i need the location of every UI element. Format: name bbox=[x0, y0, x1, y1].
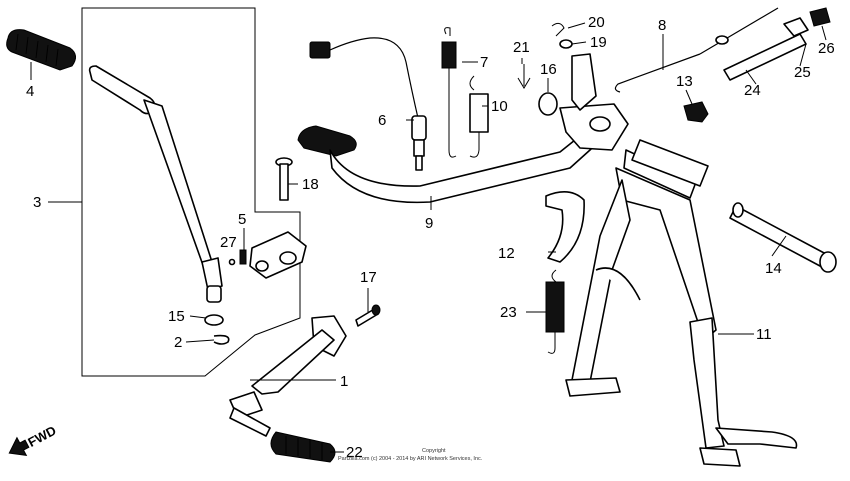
part-12-stand-stopper[interactable] bbox=[545, 191, 585, 263]
part-7-return-spring[interactable] bbox=[441, 27, 457, 158]
copyright-line-2: Partzilla.com (c) 2004 - 2014 by ARI Net… bbox=[338, 456, 483, 462]
fwd-direction-indicator: FWD bbox=[8, 423, 59, 457]
callout-11: 11 bbox=[756, 326, 772, 343]
part-15-washer[interactable] bbox=[204, 314, 224, 326]
part-17-pedal-bolt[interactable] bbox=[355, 304, 381, 327]
callout-27: 27 bbox=[220, 234, 237, 251]
part-25-rod-joint[interactable] bbox=[783, 17, 809, 37]
part-3-kickstarter-arm[interactable] bbox=[88, 65, 223, 303]
callout-10: 10 bbox=[491, 98, 508, 115]
part-2-clip[interactable] bbox=[213, 334, 230, 345]
part-6-brake-switch[interactable] bbox=[309, 37, 427, 171]
part-26-adjusting-nut[interactable] bbox=[809, 7, 831, 27]
part-22-pedal-rubber[interactable] bbox=[270, 431, 336, 463]
part-9-brake-pedal[interactable] bbox=[297, 53, 629, 204]
callout-15: 15 bbox=[168, 308, 185, 325]
callout-19: 19 bbox=[590, 34, 607, 51]
callout-17: 17 bbox=[360, 269, 377, 286]
part-23-stand-spring[interactable] bbox=[545, 269, 565, 354]
leader-lines bbox=[30, 22, 827, 453]
callout-26: 26 bbox=[818, 40, 835, 57]
callout-4: 4 bbox=[26, 83, 34, 100]
part-5-kick-clamp[interactable] bbox=[249, 231, 307, 279]
callout-2: 2 bbox=[174, 334, 182, 351]
part-1-change-pedal[interactable] bbox=[229, 315, 347, 437]
part-14-stand-pivot[interactable] bbox=[729, 202, 837, 273]
callout-3: 3 bbox=[33, 194, 41, 211]
callout-20: 20 bbox=[588, 14, 605, 31]
callout-9: 9 bbox=[425, 215, 433, 232]
callout-23: 23 bbox=[500, 304, 517, 321]
callout-5: 5 bbox=[238, 211, 246, 228]
callout-6: 6 bbox=[378, 112, 386, 129]
part-21-arrow bbox=[517, 64, 531, 89]
part-16-washer[interactable] bbox=[538, 92, 558, 116]
copyright-line-1: Copyright bbox=[422, 448, 446, 454]
part-11-main-stand[interactable] bbox=[565, 139, 798, 467]
callout-7: 7 bbox=[480, 54, 488, 71]
part-20-cotter-pin[interactable] bbox=[551, 22, 565, 37]
callout-1: 1 bbox=[340, 373, 348, 390]
part-18-pivot-bolt[interactable] bbox=[275, 157, 293, 201]
part-19-washer[interactable] bbox=[559, 39, 573, 49]
callout-labels: 1 2 3 4 5 6 7 8 9 10 11 12 13 14 15 16 1… bbox=[26, 14, 835, 461]
callout-13: 13 bbox=[676, 73, 693, 90]
part-8-brake-rod[interactable] bbox=[614, 7, 779, 93]
callout-18: 18 bbox=[302, 176, 319, 193]
callout-16: 16 bbox=[540, 61, 557, 78]
callout-24: 24 bbox=[744, 82, 761, 99]
callout-14: 14 bbox=[765, 260, 782, 277]
kickstarter-group-bracket bbox=[81, 7, 301, 377]
callout-25: 25 bbox=[794, 64, 811, 81]
callout-12: 12 bbox=[498, 245, 515, 262]
fwd-label: FWD bbox=[25, 423, 58, 450]
callout-22: 22 bbox=[346, 444, 363, 461]
part-13-rod-clip[interactable] bbox=[683, 101, 709, 123]
callout-8: 8 bbox=[658, 17, 666, 34]
fwd-arrow-icon bbox=[8, 436, 30, 457]
part-27-pinch-bolt[interactable] bbox=[228, 249, 247, 266]
callout-21: 21 bbox=[513, 39, 530, 56]
part-4-kick-rubber[interactable] bbox=[6, 29, 76, 71]
part-10-switch-spring[interactable] bbox=[469, 75, 489, 158]
